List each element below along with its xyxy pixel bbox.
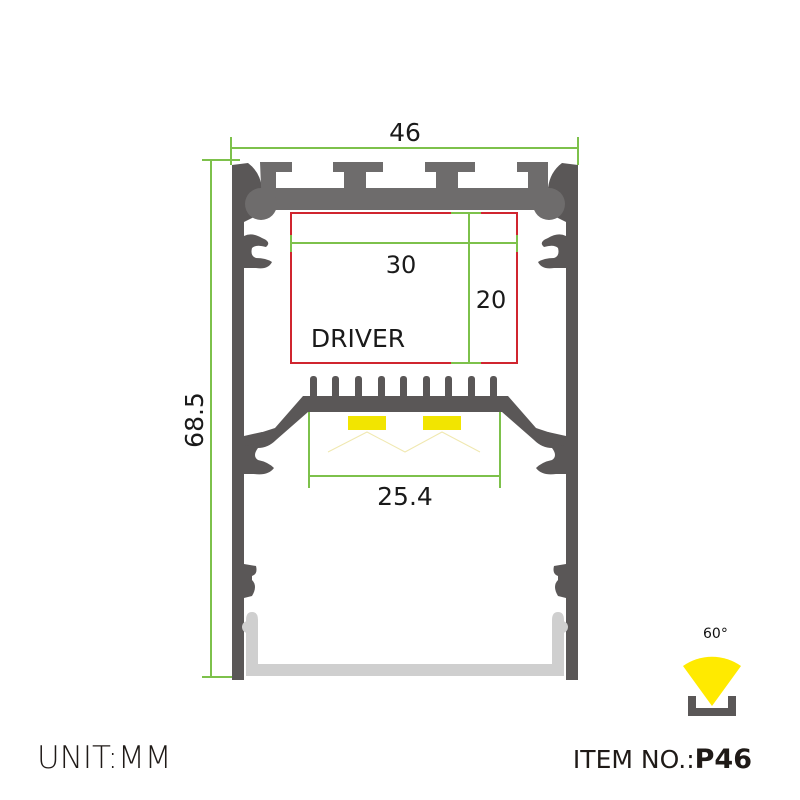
driver-width-label: 30 xyxy=(386,251,417,279)
heatsink-fins xyxy=(310,376,497,400)
driver-label: DRIVER xyxy=(311,324,405,353)
diffuser xyxy=(242,612,568,676)
driver-height-label: 20 xyxy=(476,286,507,314)
aluminium-profile xyxy=(232,163,578,680)
beam-angle-icon xyxy=(683,656,741,716)
led-width-label: 25.4 xyxy=(377,482,433,511)
driver-dimension-lines xyxy=(290,212,518,364)
led-beam-lines xyxy=(327,431,481,453)
height-dimension-label: 68.5 xyxy=(180,392,209,448)
item-prefix: ITEM NO.: xyxy=(572,745,695,774)
driver-box xyxy=(290,212,518,364)
led-width-dimension xyxy=(308,412,501,488)
unit-label: UNIT:MM xyxy=(37,740,172,776)
width-dimension-label: 46 xyxy=(389,118,421,147)
beam-angle-label: 60° xyxy=(703,626,728,642)
top-cover xyxy=(245,162,565,220)
led-chips xyxy=(348,416,461,430)
item-number-label: ITEM NO.:P46 xyxy=(573,744,752,775)
item-number: P46 xyxy=(694,744,752,775)
